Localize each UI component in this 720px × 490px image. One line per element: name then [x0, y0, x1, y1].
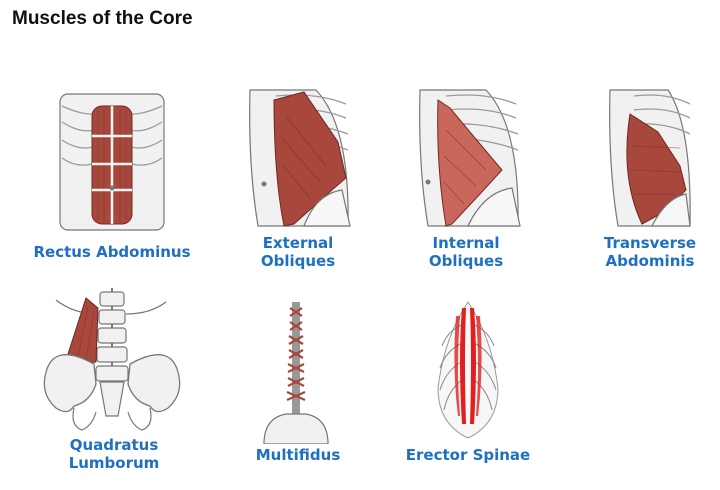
quadratus-lumborum-label: Quadratus Lumborum: [68, 436, 160, 472]
transverse-abdominis-illustration: [609, 89, 691, 227]
rectus-abdominus-illustration: [59, 93, 165, 231]
erector-spinae-label: Erector Spinae: [405, 446, 531, 464]
erector-spinae-illustration: [437, 301, 499, 439]
rectus-abdominus-label: Rectus Abdominus: [33, 243, 191, 261]
quadratus-lumborum-illustration: [43, 288, 181, 431]
internal-obliques-label: Internal Obliques: [428, 234, 504, 270]
multifidus-illustration: [263, 302, 329, 444]
external-obliques-illustration: [249, 89, 351, 227]
internal-obliques-illustration: [419, 89, 521, 227]
external-obliques-label: External Obliques: [260, 234, 336, 270]
multifidus-label: Multifidus: [255, 446, 341, 464]
page-title: Muscles of the Core: [12, 8, 193, 29]
transverse-abdominis-label: Transverse Abdominis: [603, 234, 697, 270]
